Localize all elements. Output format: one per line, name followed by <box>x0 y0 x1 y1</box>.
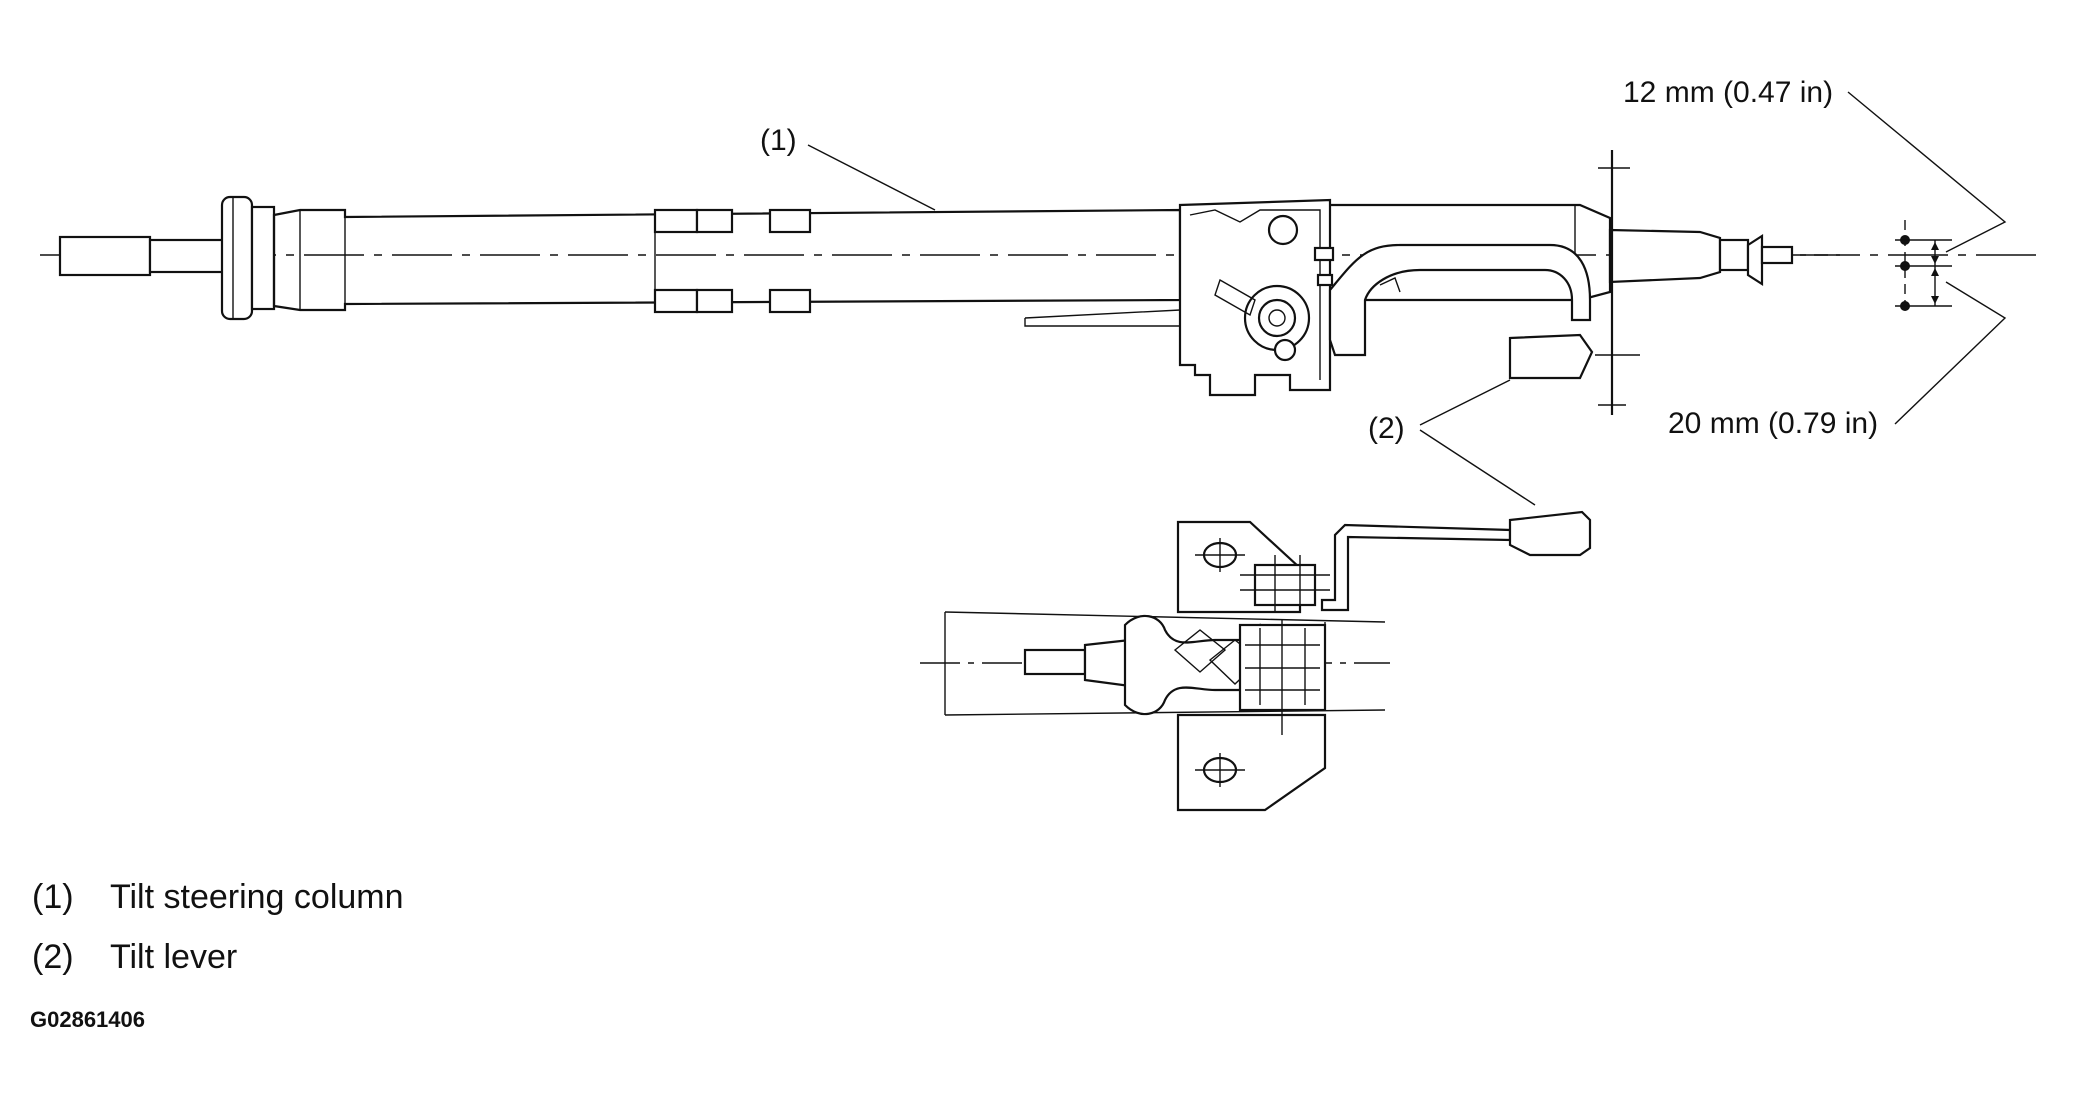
detail-lower-bracket <box>1176 713 1327 812</box>
dimension-lower-label: 20 mm (0.79 in) <box>1668 407 1878 440</box>
callout-1-label: (1) <box>760 124 797 157</box>
tilt-steering-column <box>40 150 2045 415</box>
legend-item-1: (1) Tilt steering column <box>32 878 404 917</box>
legend-item-1-text: Tilt steering column <box>110 878 404 916</box>
column-upper-shaft <box>1608 228 1722 284</box>
tilt-lever-grip <box>1508 333 1594 380</box>
tilt-lever-detail-view <box>920 379 1592 812</box>
column-boot <box>220 195 254 321</box>
column-flange <box>250 205 276 311</box>
legend-item-2-number: (2) <box>32 938 74 976</box>
tilt-range-dimension <box>1847 91 2007 425</box>
tilt-pivot <box>1267 214 1299 246</box>
column-shaft-end <box>58 235 152 277</box>
detail-lever-arm <box>1320 523 1512 612</box>
figure-code: G02861406 <box>30 1007 145 1032</box>
callout-2-label: (2) <box>1368 412 1405 445</box>
legend-item-2-text: Tilt lever <box>110 938 238 976</box>
legend-item-1-number: (1) <box>32 878 74 916</box>
callout-1-leader <box>807 144 936 211</box>
detail-lever-grip <box>1508 510 1592 557</box>
legend-item-2: (2) Tilt lever <box>32 938 237 977</box>
column-slot <box>653 208 699 234</box>
dimension-upper-label: 12 mm (0.47 in) <box>1623 76 1833 109</box>
tilt-lever-side <box>1328 243 1592 357</box>
